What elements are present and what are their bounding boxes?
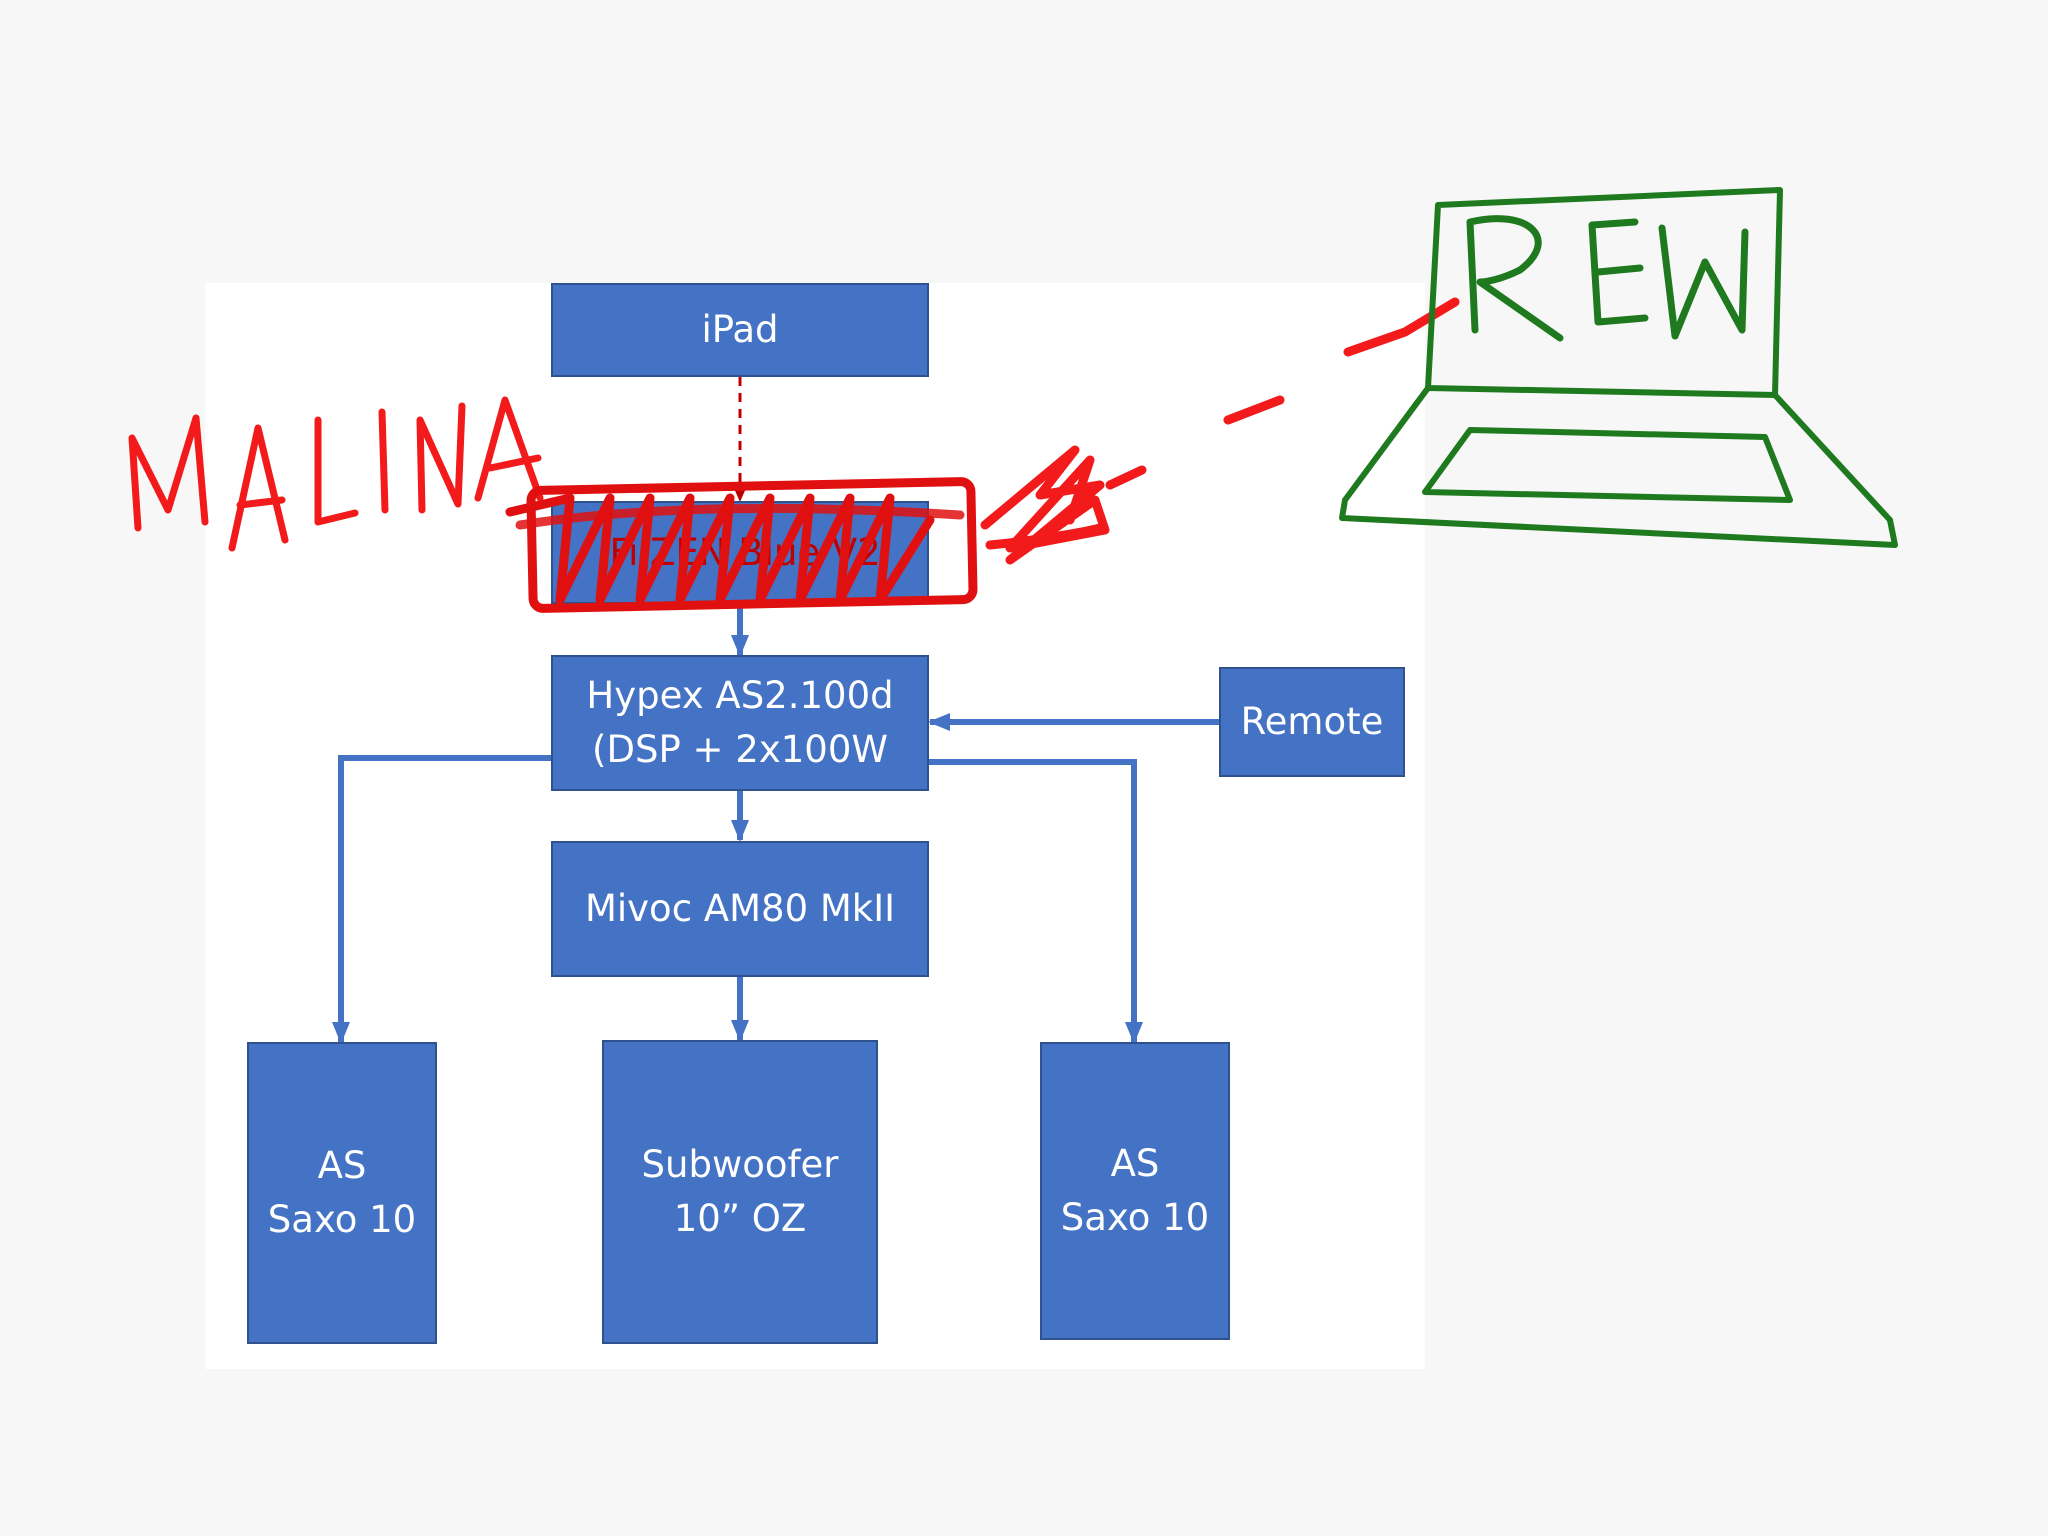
node-saxo-left-label: AS Saxo 10 xyxy=(267,1144,417,1241)
connector-hypex-to-saxo-right xyxy=(929,759,1143,1044)
node-subwoofer: Subwoofer 10” OZ xyxy=(602,1040,878,1344)
node-saxo-right: AS Saxo 10 xyxy=(1040,1042,1230,1340)
node-subwoofer-label: Subwoofer 10” OZ xyxy=(641,1143,839,1240)
node-hypex: Hypex AS2.100d (DSP + 2x100W xyxy=(551,655,929,791)
handwritten-rew xyxy=(1466,215,1749,342)
node-ipad-label: iPad xyxy=(701,308,779,351)
laptop-sketch xyxy=(1339,187,1898,548)
scribble-arrow-to-rew xyxy=(980,297,1460,565)
handwritten-malina xyxy=(128,396,544,552)
node-hypex-label: Hypex AS2.100d (DSP + 2x100W xyxy=(586,674,894,771)
node-remote: Remote xyxy=(1219,667,1405,777)
node-saxo-left: AS Saxo 10 xyxy=(247,1042,437,1344)
connector-hypex-to-saxo-left xyxy=(332,755,551,1044)
node-ipad: iPad xyxy=(551,283,929,377)
node-saxo-right-label: AS Saxo 10 xyxy=(1060,1142,1210,1239)
scribble-over-ifi xyxy=(505,477,978,613)
node-remote-label: Remote xyxy=(1240,700,1384,743)
node-mivoc: Mivoc AM80 MkII xyxy=(551,841,929,977)
node-mivoc-label: Mivoc AM80 MkII xyxy=(584,887,896,930)
